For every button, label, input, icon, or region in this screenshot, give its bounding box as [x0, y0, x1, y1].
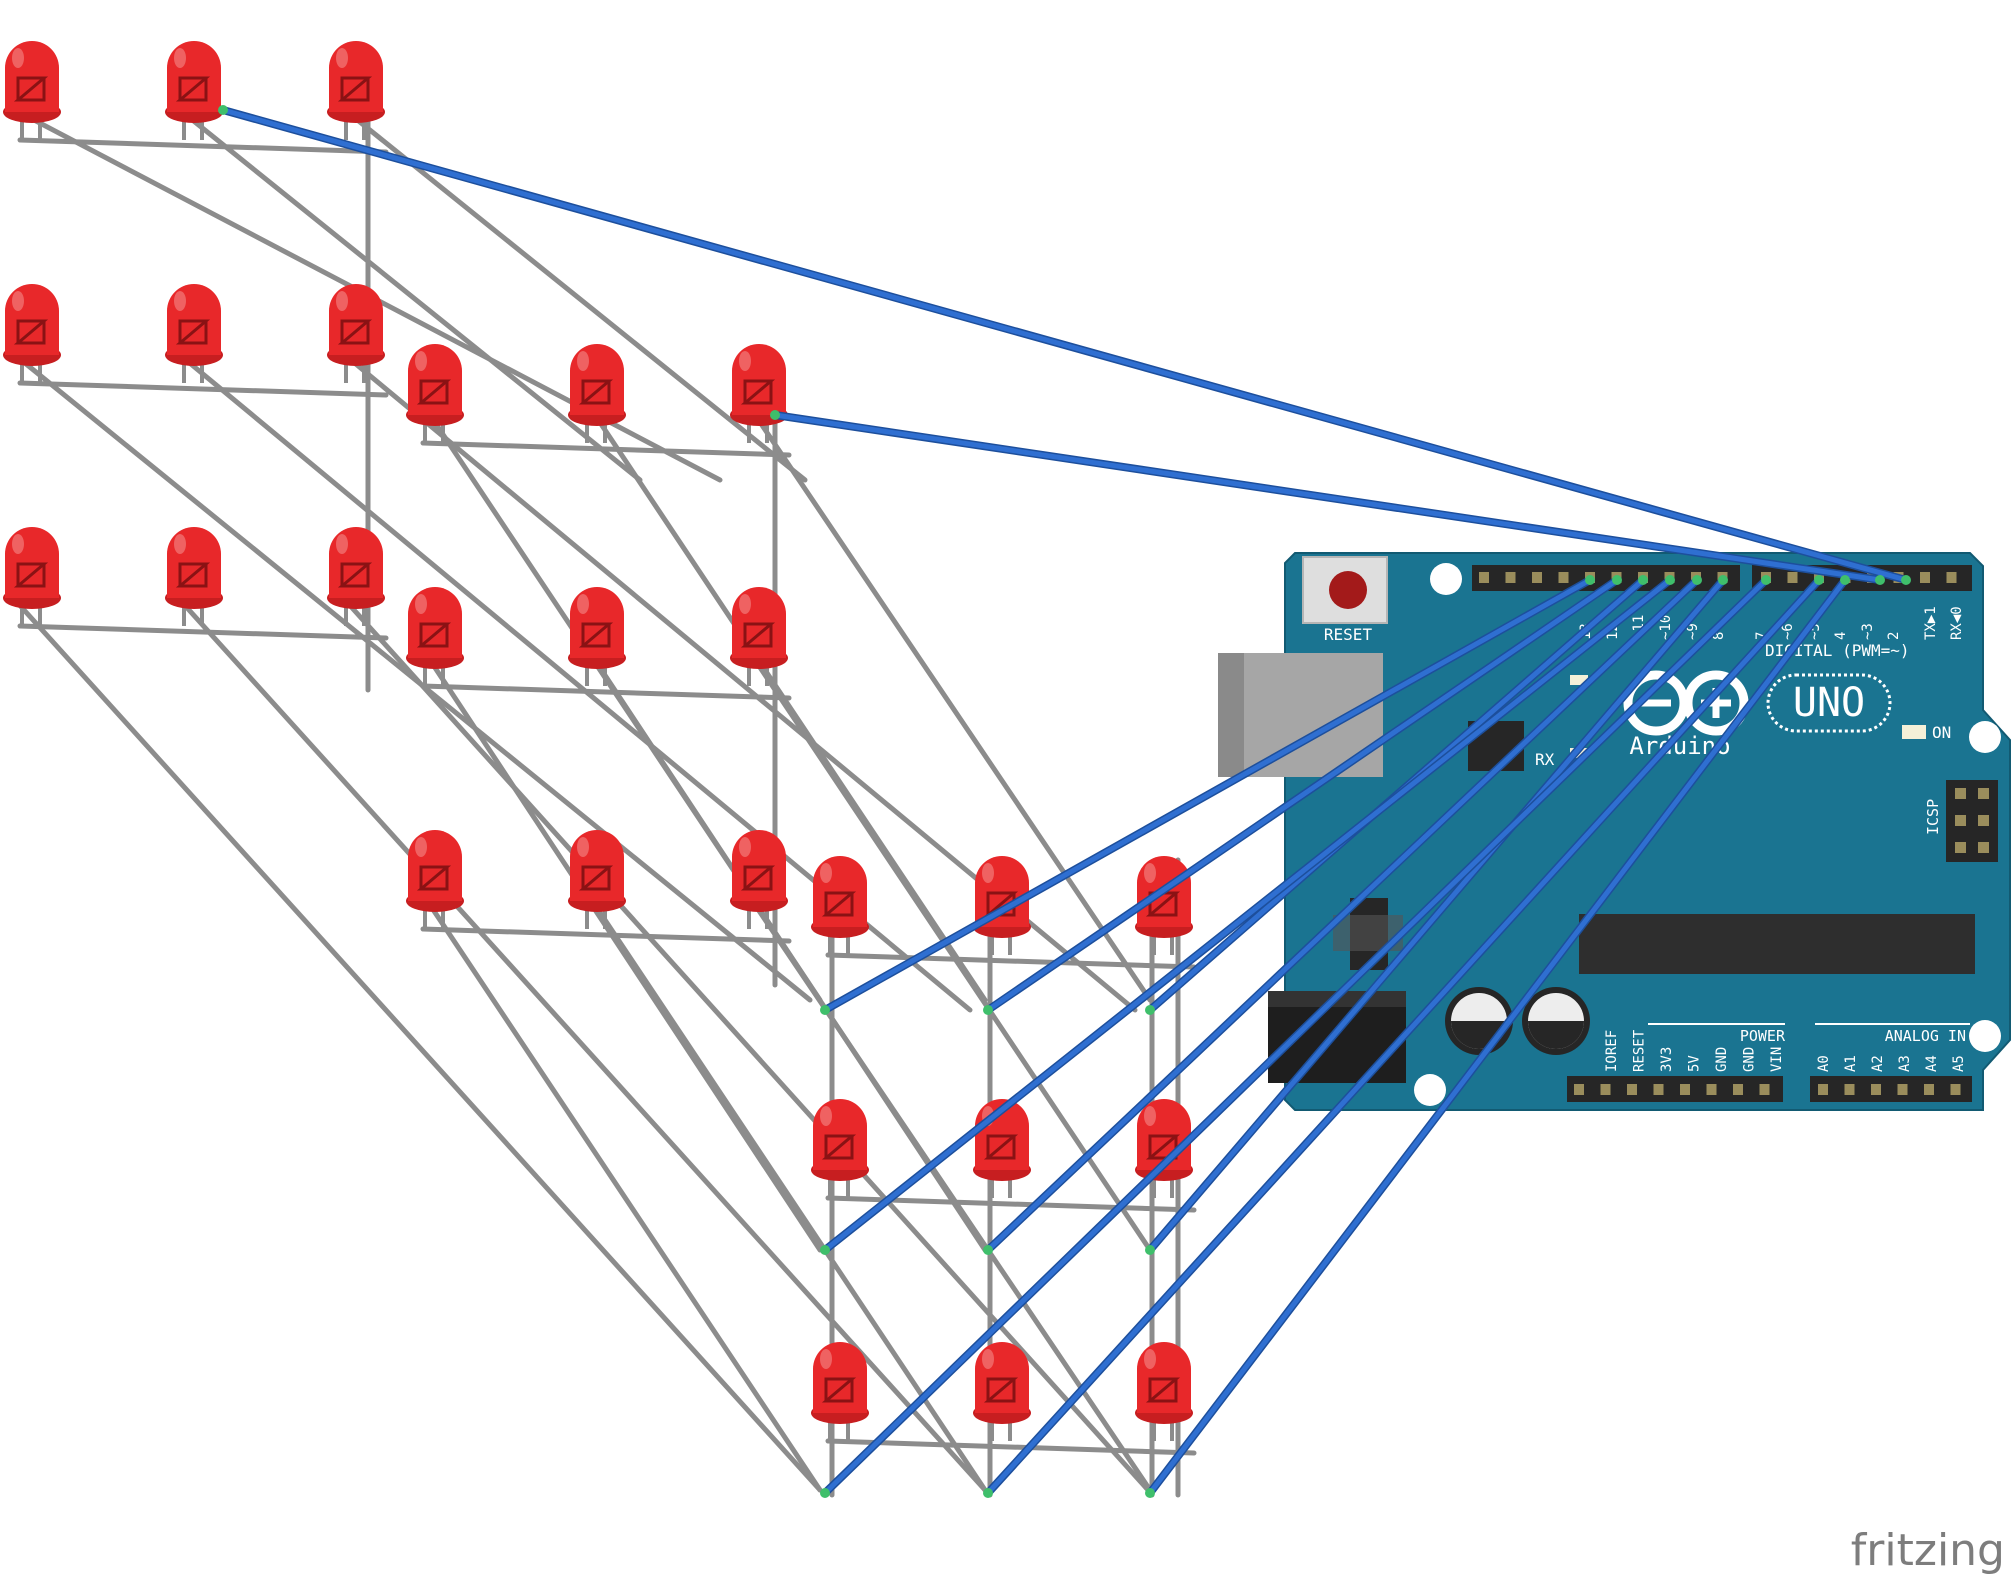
capacitor-1 [1445, 987, 1513, 1055]
wire-endpoint [983, 1245, 993, 1255]
led-L1-R1-C1[interactable] [3, 41, 61, 140]
on-label: ON [1932, 723, 1951, 742]
wire-endpoint [983, 1005, 993, 1015]
microcontroller-chip [1579, 914, 1975, 974]
led-L1-R1-C3[interactable] [327, 41, 385, 140]
digital-pin-label: ~6 [1780, 623, 1796, 640]
led-L1-R1-C2[interactable] [165, 41, 223, 140]
power-pin-label: 3V3 [1659, 1047, 1675, 1072]
wire-endpoint [983, 1488, 993, 1498]
power-pin-label: 5V [1687, 1055, 1703, 1072]
led-L2-R1-C1[interactable] [406, 344, 464, 443]
power-header [1567, 1076, 1783, 1102]
on-indicator-led [1902, 725, 1926, 739]
wire-endpoint [1901, 575, 1911, 585]
led-L2-R1-C3[interactable] [730, 344, 788, 443]
power-pin-label: GND [1742, 1047, 1758, 1072]
wire-endpoint [1814, 575, 1824, 585]
led-L3-R3-C2[interactable] [973, 1342, 1031, 1441]
wire-endpoint [1612, 575, 1622, 585]
led-L1-R3-C3[interactable] [327, 527, 385, 626]
digital-pin-label: ~10 [1658, 615, 1674, 640]
analog-header [1810, 1076, 1972, 1102]
wire-endpoint [1638, 575, 1648, 585]
analog-pin-label: A5 [1951, 1055, 1967, 1072]
digital-pin-label: 8 [1711, 632, 1727, 640]
reset-label: RESET [1324, 625, 1373, 644]
wire-endpoint [820, 1245, 830, 1255]
led-L2-R2-C2[interactable] [568, 587, 626, 686]
analog-pin-label: A1 [1843, 1055, 1859, 1072]
led-L3-R2-C1[interactable] [811, 1099, 869, 1198]
icsp-header[interactable] [1946, 780, 1998, 862]
led-L2-R3-C2[interactable] [568, 830, 626, 929]
led-L3-R3-C3[interactable] [1135, 1342, 1193, 1441]
analog-pin-label: A4 [1924, 1055, 1940, 1072]
led-L2-R2-C1[interactable] [406, 587, 464, 686]
led-L1-R3-C1[interactable] [3, 527, 61, 626]
wire-endpoint [1665, 575, 1675, 585]
wire-endpoint [1761, 575, 1771, 585]
wire-endpoint [820, 1005, 830, 1015]
led-L2-R1-C2[interactable] [568, 344, 626, 443]
wire-endpoint [1145, 1245, 1155, 1255]
fritzing-watermark: fritzing [1851, 1525, 2005, 1576]
power-pin-label: VIN [1769, 1047, 1785, 1072]
wire-endpoint [1875, 575, 1885, 585]
icsp-label: ICSP [1924, 799, 1942, 835]
led-L3-R1-C2[interactable] [973, 856, 1031, 955]
led-L2-R3-C3[interactable] [730, 830, 788, 929]
power-pin-label: RESET [1632, 1029, 1648, 1072]
analog-pin-label: A2 [1870, 1055, 1886, 1072]
capacitor-2 [1522, 987, 1590, 1055]
wire-endpoint [1718, 575, 1728, 585]
analog-in-label: ANALOG IN [1885, 1027, 1966, 1045]
led-L3-R3-C1[interactable] [811, 1342, 869, 1441]
analog-pin-label: A0 [1816, 1055, 1832, 1072]
digital-pin-label: 4 [1833, 632, 1849, 640]
digital-pin-label: 7 [1754, 632, 1770, 640]
wire-endpoint [1692, 575, 1702, 585]
digital-pin-label: TX▶1 [1923, 606, 1939, 640]
digital-pin-label: 2 [1886, 632, 1902, 640]
jumper-wires [218, 105, 1911, 1498]
analog-pin-label: A3 [1897, 1055, 1913, 1072]
digital-pin-label: ~3 [1860, 623, 1876, 640]
wire-endpoint [1840, 575, 1850, 585]
reset-button[interactable] [1302, 556, 1388, 624]
wire-endpoint [218, 105, 228, 115]
wire-endpoint [820, 1488, 830, 1498]
power-pin-label: IOREF [1604, 1030, 1620, 1072]
led-L2-R2-C3[interactable] [730, 587, 788, 686]
led-L1-R3-C2[interactable] [165, 527, 223, 626]
power-label: POWER [1740, 1027, 1786, 1045]
led-cube [3, 41, 1193, 1441]
wire-endpoint [1585, 575, 1595, 585]
wire-endpoint [1145, 1005, 1155, 1015]
board-model-label: UNO [1793, 680, 1865, 726]
digital-pin-label: RX◀0 [1949, 606, 1965, 640]
wire-endpoint [1145, 1488, 1155, 1498]
led-L2-R3-C1[interactable] [406, 830, 464, 929]
led-L1-R2-C3[interactable] [327, 284, 385, 383]
digital-pin-label: ~9 [1685, 623, 1701, 640]
led-L1-R2-C1[interactable] [3, 284, 61, 383]
led-L3-R1-C1[interactable] [811, 856, 869, 955]
digital-header-label: DIGITAL (PWM=~) [1765, 641, 1910, 660]
power-pin-label: GND [1714, 1047, 1730, 1072]
led-L1-R2-C2[interactable] [165, 284, 223, 383]
wire-endpoint [770, 410, 780, 420]
rx-label: RX [1535, 750, 1555, 769]
